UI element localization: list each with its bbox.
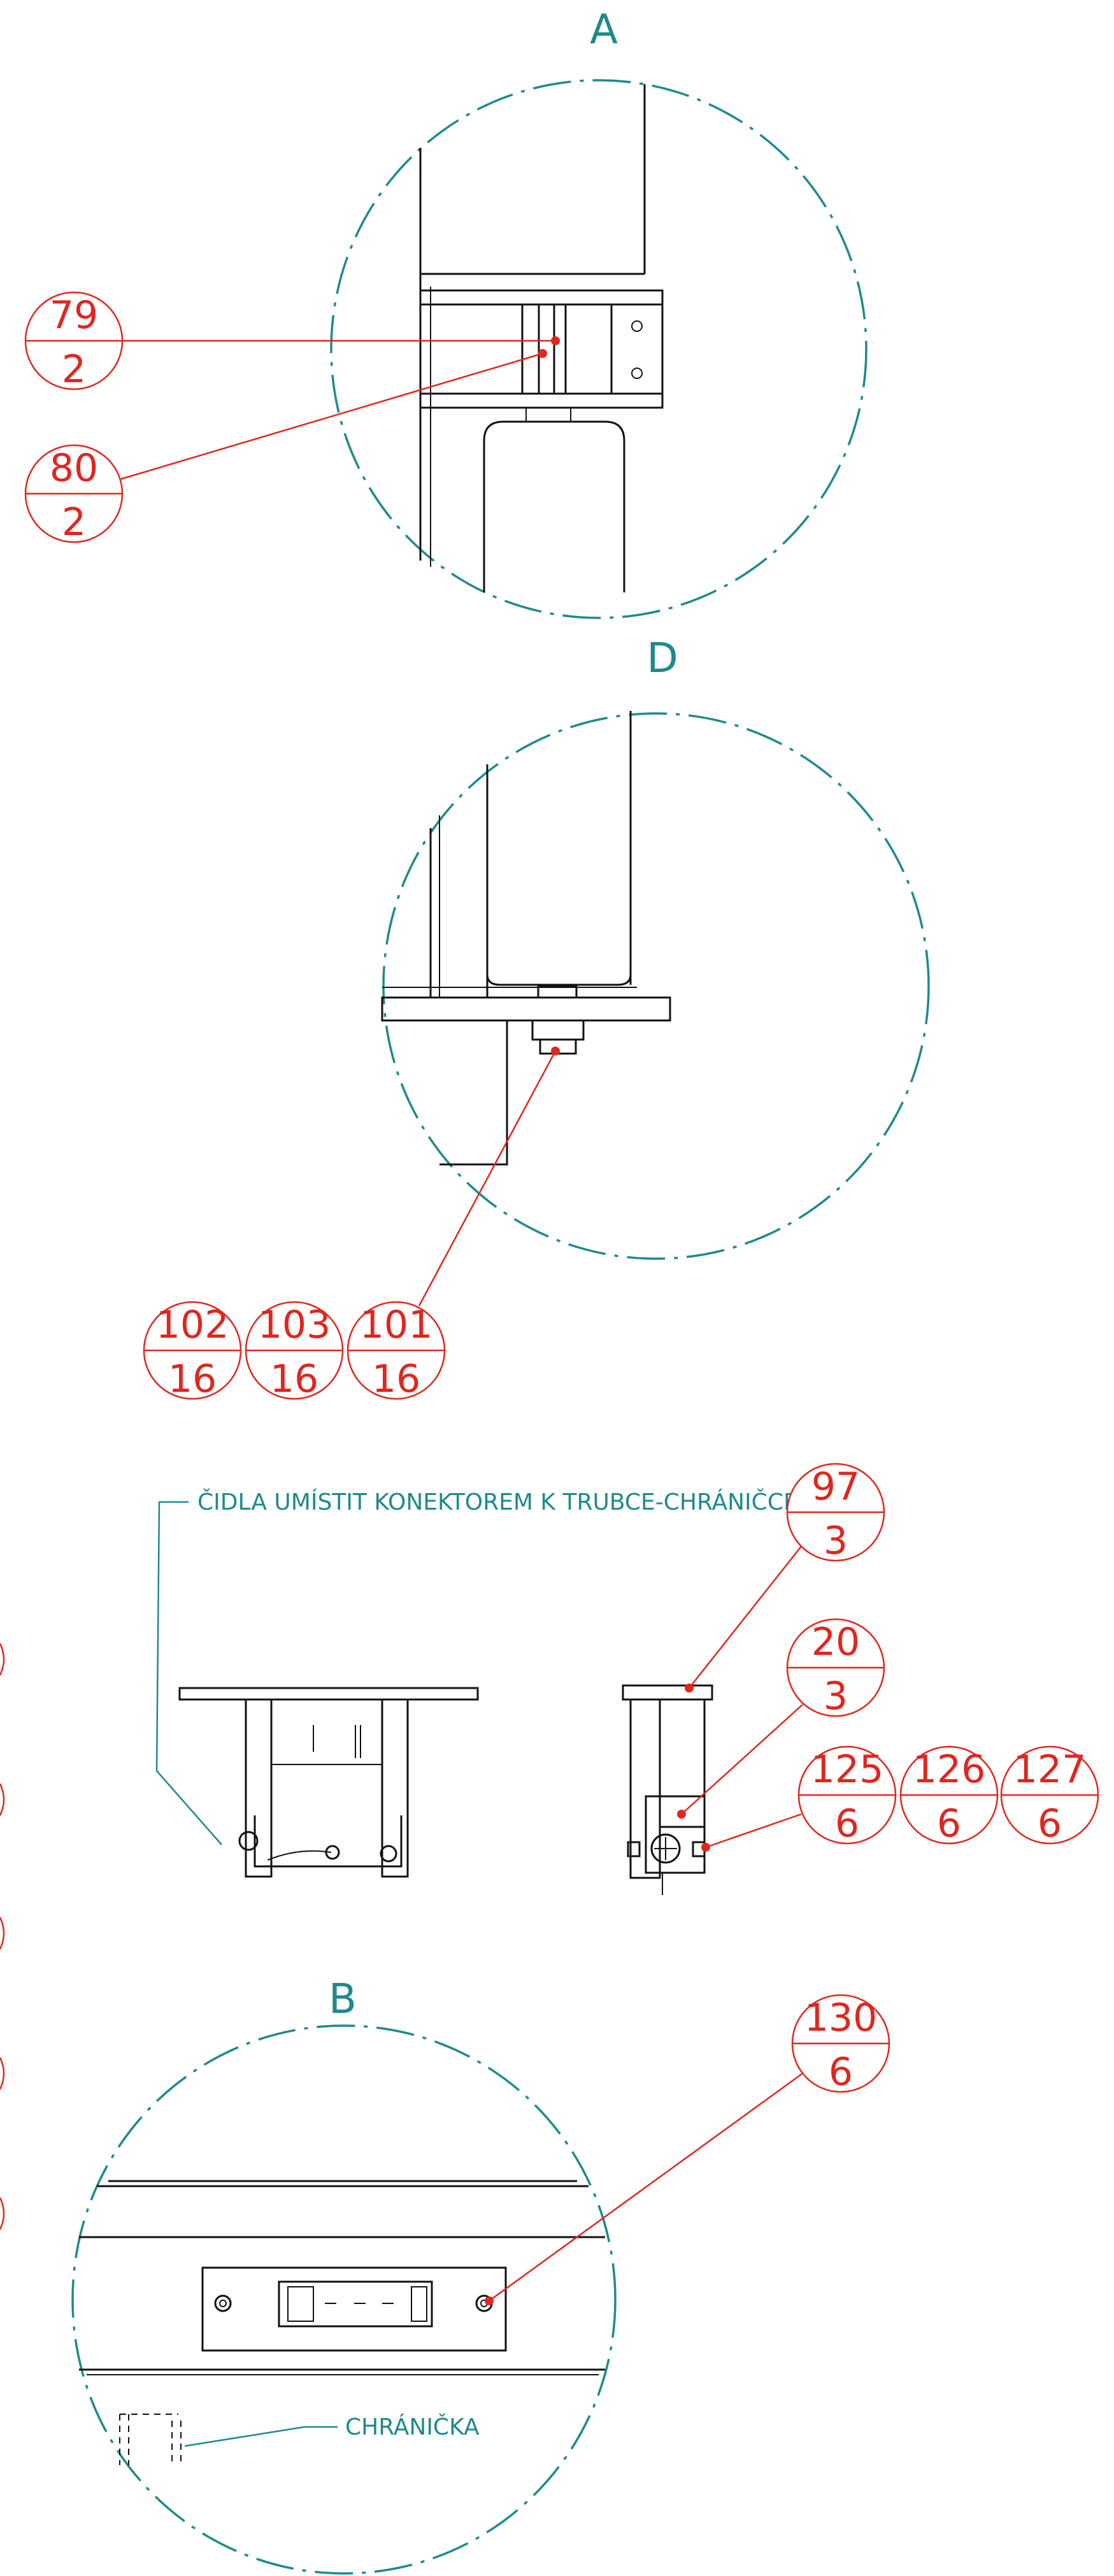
protector-note: CHRÁNIČKA bbox=[184, 2414, 480, 2447]
balloon-125: 125 6 bbox=[797, 1745, 897, 1846]
balloon-79-qty: 2 bbox=[62, 347, 86, 392]
balloon-101: 101 16 bbox=[346, 1301, 446, 1401]
detail-view-a: A bbox=[330, 6, 868, 619]
balloon-126-qty: 6 bbox=[937, 1801, 961, 1846]
balloon-group-fasteners: 102 16 103 16 101 16 bbox=[143, 1047, 560, 1401]
assembly-a bbox=[419, 84, 664, 592]
balloon-103-qty: 16 bbox=[270, 1357, 318, 1401]
balloon-103: 103 16 bbox=[245, 1301, 344, 1401]
balloon-102-qty: 16 bbox=[168, 1357, 217, 1401]
detail-view-d: D bbox=[381, 635, 930, 1260]
balloon-20: 20 3 bbox=[677, 1618, 885, 1819]
balloon-127: 127 6 bbox=[1000, 1745, 1099, 1846]
detail-circle-d bbox=[382, 712, 930, 1260]
balloon-102-item: 102 bbox=[156, 1303, 229, 1347]
balloon-80-qty: 2 bbox=[62, 500, 86, 545]
balloon-130-qty: 6 bbox=[829, 2050, 853, 2094]
balloon-80-item: 80 bbox=[50, 446, 98, 490]
sensor-side-view bbox=[622, 1684, 713, 1895]
balloon-125-item: 125 bbox=[811, 1747, 884, 1792]
view-label-b: B bbox=[329, 1976, 357, 2023]
balloon-101-item: 101 bbox=[360, 1303, 433, 1347]
protector-note-text: CHRÁNIČKA bbox=[345, 2414, 480, 2440]
balloon-20-qty: 3 bbox=[824, 1674, 848, 1719]
detail-circle-a bbox=[330, 79, 868, 619]
balloon-103-item: 103 bbox=[258, 1303, 331, 1347]
balloon-127-item: 127 bbox=[1013, 1747, 1087, 1792]
view-label-d: D bbox=[646, 635, 678, 682]
sensor-front-view bbox=[178, 1687, 479, 1878]
balloon-97: 97 3 bbox=[685, 1463, 885, 1692]
balloon-102: 102 16 bbox=[143, 1301, 242, 1401]
balloon-97-item: 97 bbox=[811, 1464, 860, 1509]
detail-view-b: B bbox=[71, 1976, 617, 2575]
balloon-79: 79 2 bbox=[24, 291, 560, 392]
detail-circle-b bbox=[71, 2024, 617, 2575]
balloon-101-qty: 16 bbox=[372, 1357, 420, 1401]
sensor-note: ČIDLA UMÍSTIT KONEKTOREM K TRUBCE-CHRÁNI… bbox=[155, 1489, 798, 1845]
balloon-20-item: 20 bbox=[811, 1620, 860, 1664]
balloon-group-connector: 125 6 126 6 127 6 bbox=[701, 1745, 1099, 1852]
balloon-126-item: 126 bbox=[913, 1747, 986, 1792]
balloon-97-qty: 3 bbox=[824, 1519, 848, 1563]
balloon-130: 130 6 bbox=[485, 1994, 890, 2305]
assembly-b bbox=[79, 2180, 605, 2465]
balloon-79-item: 79 bbox=[50, 293, 98, 338]
balloon-125-qty: 6 bbox=[835, 1801, 859, 1846]
balloon-126: 126 6 bbox=[899, 1745, 999, 1846]
balloon-127-qty: 6 bbox=[1038, 1801, 1062, 1846]
sensor-note-text: ČIDLA UMÍSTIT KONEKTOREM K TRUBCE-CHRÁNI… bbox=[197, 1489, 798, 1515]
view-label-a: A bbox=[590, 6, 618, 54]
balloon-80: 80 2 bbox=[24, 349, 547, 545]
cut-off-balloons bbox=[0, 1643, 5, 2230]
balloon-130-item: 130 bbox=[804, 1996, 878, 2040]
assembly-d bbox=[381, 711, 671, 1166]
